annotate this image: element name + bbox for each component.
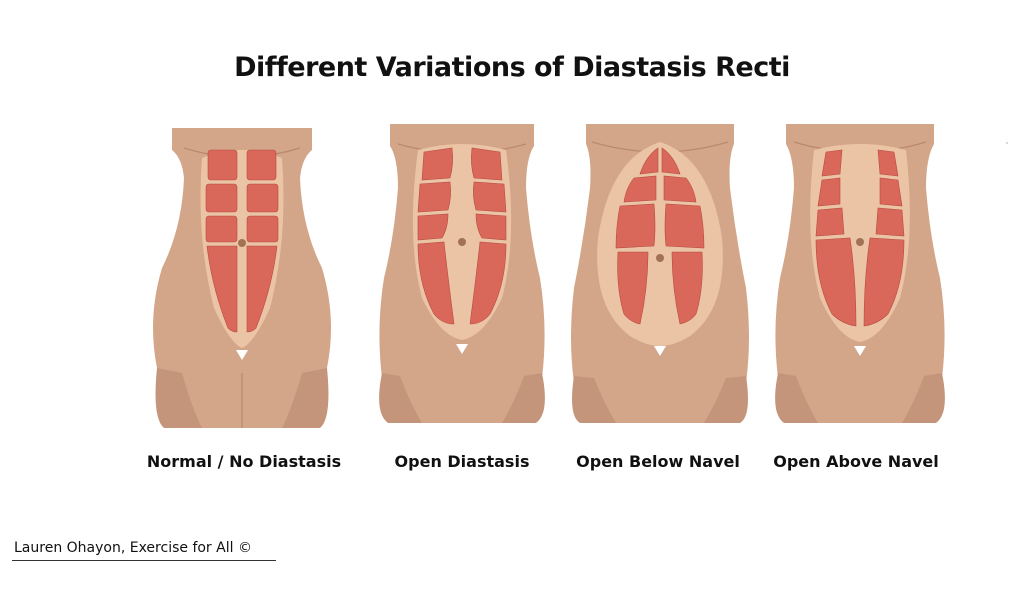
page-title: Different Variations of Diastasis Recti [234,52,790,83]
caption-normal: Normal / No Diastasis [146,452,342,471]
torso-figure-open-diastasis [362,118,562,438]
torso-figure-open-above-navel [760,118,960,438]
caption-open-above-navel: Open Above Navel [773,452,939,471]
stray-mark [1006,142,1008,144]
caption-open-diastasis: Open Diastasis [394,452,530,471]
caption-open-below-navel: Open Below Navel [576,452,740,471]
credit-underline [12,560,276,561]
torso-figure-open-below-navel [560,118,760,438]
credit-text: Lauren Ohayon, Exercise for All © [14,540,252,556]
torso-figure-normal [142,118,342,438]
